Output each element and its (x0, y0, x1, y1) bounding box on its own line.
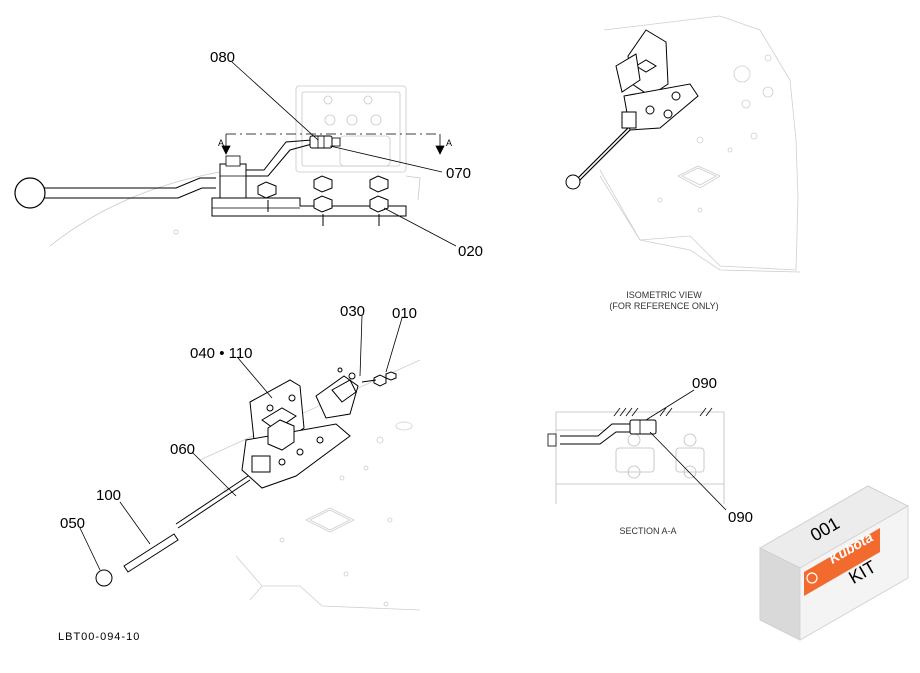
section-mark-right: A (446, 138, 452, 148)
callout-050: 050 (60, 515, 85, 532)
iso-bracket (615, 29, 699, 131)
callout-020: 020 (458, 243, 483, 260)
base-plate-front (211, 197, 407, 217)
front-view-background-panel (49, 85, 421, 247)
iso-background-floor (599, 15, 801, 273)
kit-box-front (799, 505, 909, 641)
knob-050-exploded (95, 569, 113, 587)
section-mark-left: A (218, 138, 224, 148)
front-view (14, 61, 457, 247)
iso-knob (565, 174, 581, 190)
bracket-front (219, 163, 247, 199)
cable-assembly-030 (315, 367, 359, 419)
callout-080: 080 (210, 49, 235, 66)
exploded-bracket-040 (241, 379, 351, 489)
isometric-view (565, 15, 801, 273)
kit-box: 001 Kubota KIT (758, 485, 910, 641)
exploded-view (79, 315, 421, 611)
exploded-background-floor (199, 359, 421, 611)
section-a-a-view (547, 389, 727, 511)
cable-end-070 (309, 135, 333, 149)
iso-caption-line2: (FOR REFERENCE ONLY) (609, 301, 718, 311)
callout-070: 070 (446, 165, 471, 182)
callout-010: 010 (392, 305, 417, 322)
kit-brand-band (804, 528, 880, 596)
document-number: LBT00-094-10 (58, 631, 140, 643)
callout-030: 030 (340, 303, 365, 320)
section-cable-end (629, 419, 657, 435)
callout-040-110: 040 • 110 (190, 345, 253, 362)
callout-090-bottom: 090 (728, 509, 753, 526)
section-caption: SECTION A-A (619, 526, 676, 536)
bolts-front (257, 175, 389, 226)
kubota-logo-icon (806, 572, 818, 584)
knob-050-front (14, 177, 46, 209)
section-background-panel (555, 411, 725, 504)
section-hatching (613, 407, 713, 417)
iso-caption-line1: ISOMETRIC VIEW (626, 290, 702, 300)
fasteners-010 (361, 371, 397, 387)
callout-060: 060 (170, 441, 195, 458)
callout-100: 100 (96, 487, 121, 504)
callout-090-top: 090 (692, 375, 717, 392)
